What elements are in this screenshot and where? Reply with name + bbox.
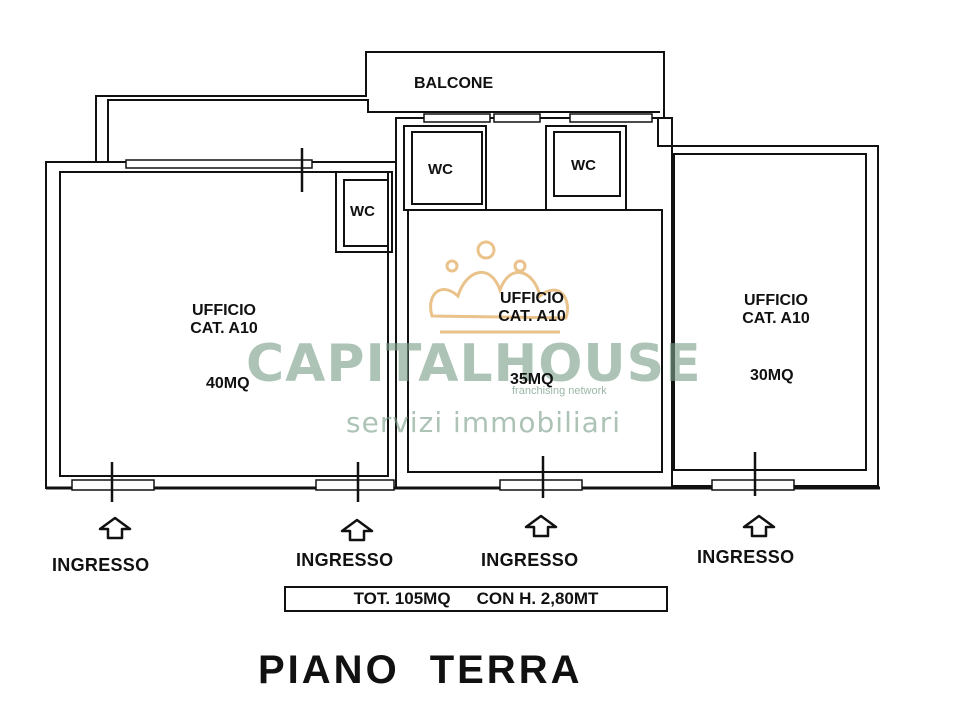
room-middle-title-line1: UFFICIO [500,290,564,307]
wc-label-middle-1: WC [428,161,453,178]
entrance-label-3: INGRESSO [481,550,579,570]
left-wc-inner [343,179,389,247]
wc-label-left: WC [350,203,375,220]
entrance-label-2: INGRESSO [296,550,394,570]
middle-wc-1-wall [403,125,487,211]
window-mid-top-2 [493,113,541,123]
room-middle-title-line2: CAT. A10 [498,308,566,326]
balcony-inner [107,99,660,162]
middle-wc-1-inner [411,131,483,205]
entrance-label-1: INGRESSO [52,555,150,575]
totals-box: TOT. 105MQ CON H. 2,80MT [284,586,668,612]
room-left-area: 40MQ [206,375,250,392]
room-middle-area: 35MQ [510,371,554,388]
window-mid-top-3 [569,113,653,123]
left-wc-wall [335,171,393,253]
middle-wc-2-inner [553,131,621,197]
room-right-title-line2: CAT. A10 [742,310,810,328]
total-surface: TOT. 105MQ [353,589,451,608]
floor-title-word2: TERRA [429,648,583,692]
room-left-title: UFFICIO CAT. A10 [176,302,272,339]
window-mid-top-1 [423,113,491,123]
room-left-title-line2: CAT. A10 [190,320,258,338]
floor-title: PIANO TERRA [258,648,582,693]
entrance-arrow-icon [98,516,132,540]
entrance-arrow-icon [742,514,776,538]
entrance-arrow-icon [340,518,374,542]
watermark-tagline: servizi immobiliari [346,406,622,439]
watermark-brand: CAPITALHOUSE [246,334,702,394]
middle-wc-2-wall [545,125,627,211]
right-office-outer-wall [657,118,879,487]
floor-title-word1: PIANO [258,648,400,692]
crown-icon [429,240,569,334]
balcony-outline [95,51,665,162]
room-middle-title: UFFICIO CAT. A10 [484,290,580,327]
middle-office-inner-wall [407,209,663,473]
room-right-title-line1: UFFICIO [744,292,808,309]
door-opening-4 [711,479,795,491]
wc-label-middle-2: WC [571,157,596,174]
entrance-label-4: INGRESSO [697,547,795,567]
watermark-network: franchising network [512,385,607,397]
room-right-title: UFFICIO CAT. A10 [726,292,826,329]
balcony-label: BALCONE [414,75,494,92]
room-left-title-line1: UFFICIO [192,302,256,319]
right-office-inner-wall [673,153,867,471]
door-opening-2 [315,479,395,491]
left-office-inner-wall [59,171,389,477]
ceiling-height: CON H. 2,80MT [476,589,599,608]
room-right-area: 30MQ [750,367,794,384]
window-left-top [125,159,313,169]
door-opening-3 [499,479,583,491]
entrance-arrow-icon [524,514,558,538]
